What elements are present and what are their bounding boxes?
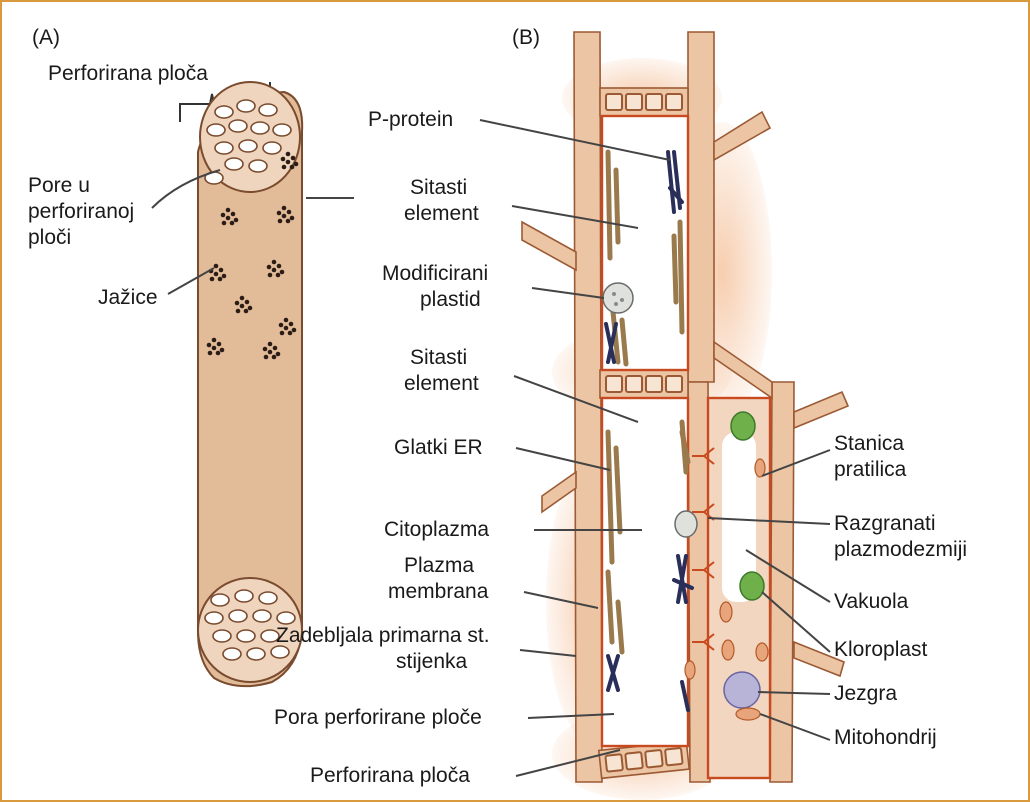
label-sieve-element-1-line1: Sitasti <box>410 176 467 199</box>
label-vacuole: Vakuola <box>834 590 909 613</box>
chloroplast-bottom <box>740 572 764 600</box>
label-perforated-plate-a: Perforirana ploča <box>48 62 208 85</box>
mitochondrion <box>736 708 760 720</box>
label-wall-line1: Zadebljala primarna st. <box>276 624 490 647</box>
label-perforated-plate-b: Perforirana ploča <box>310 764 470 787</box>
panel-b-tag: (B) <box>512 26 540 49</box>
label-companion-line2: pratilica <box>834 458 907 481</box>
label-nucleus: Jezgra <box>834 682 897 705</box>
label-plasmodesmata-line2: plazmodezmiji <box>834 538 967 561</box>
label-plate-pore: Pora perforirane ploče <box>274 706 482 729</box>
panel-a: (A) <box>28 26 354 686</box>
label-chloroplast: Kloroplast <box>834 638 928 661</box>
label-plastid-line2: plastid <box>420 288 481 311</box>
label-membrane-line1: Plazma <box>404 554 474 577</box>
label-wall-line2: stijenka <box>396 650 468 673</box>
label-smooth-er: Glatki ER <box>394 436 483 459</box>
label-plasmodesmata-line1: Razgranati <box>834 512 936 535</box>
chloroplast-top <box>731 412 755 440</box>
nucleus <box>724 672 760 708</box>
label-pores-line3: ploči <box>28 226 71 249</box>
label-pores-line1: Pore u <box>28 174 90 197</box>
label-membrane-line2: membrana <box>388 580 489 603</box>
label-pits: Jažice <box>98 286 158 309</box>
label-pores-line2: perforiranoj <box>28 200 134 223</box>
label-cytoplasm: Citoplazma <box>384 518 489 541</box>
label-sieve-element-2-line1: Sitasti <box>410 346 467 369</box>
panel-b: (B) <box>274 26 967 800</box>
label-companion-line1: Stanica <box>834 432 904 455</box>
label-sieve-element-1-line2: element <box>404 202 479 225</box>
label-plastid-line1: Modificirani <box>382 262 488 285</box>
panel-a-tag: (A) <box>32 26 60 49</box>
label-p-protein: P-protein <box>368 108 453 131</box>
label-mitochondrion: Mitohondrij <box>834 726 937 749</box>
label-sieve-element-2-line2: element <box>404 372 479 395</box>
companion-cell <box>708 398 770 778</box>
